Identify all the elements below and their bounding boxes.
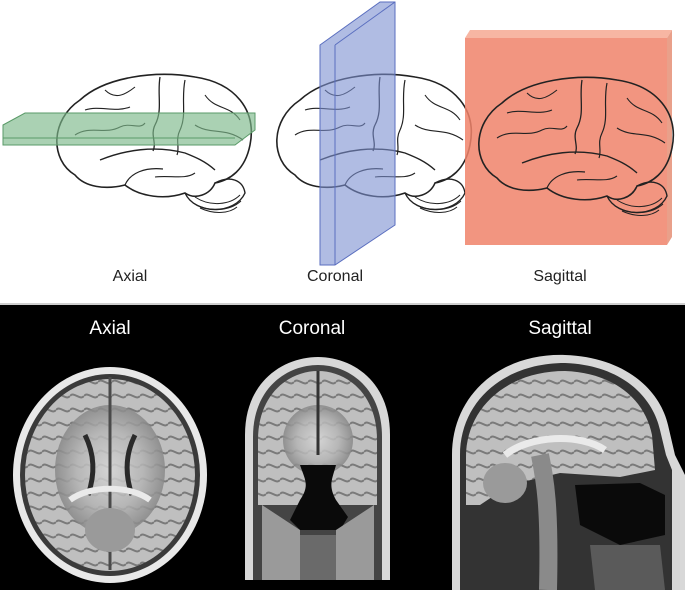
mri-scan-images (13, 354, 685, 590)
axial-scan-label: Axial (89, 318, 131, 339)
axial-mri-scan (13, 367, 207, 583)
sagittal-plane (465, 30, 672, 245)
coronal-mri-scan (245, 357, 390, 580)
coronal-plane-label: Coronal (306, 268, 364, 285)
axial-plane (2, 112, 256, 146)
plane-diagram-panel: Axial Coronal Sagittal (2, 1, 675, 285)
panel-divider (0, 303, 685, 306)
coronal-scan-label: Coronal (278, 318, 346, 339)
axial-plane-label: Axial (112, 268, 148, 285)
coronal-plane (319, 1, 396, 266)
brain-planes-illustration (2, 1, 675, 266)
sagittal-scan-label: Sagittal (528, 318, 592, 339)
sagittal-mri-scan (452, 354, 685, 590)
sagittal-plane-label: Sagittal (533, 268, 587, 285)
